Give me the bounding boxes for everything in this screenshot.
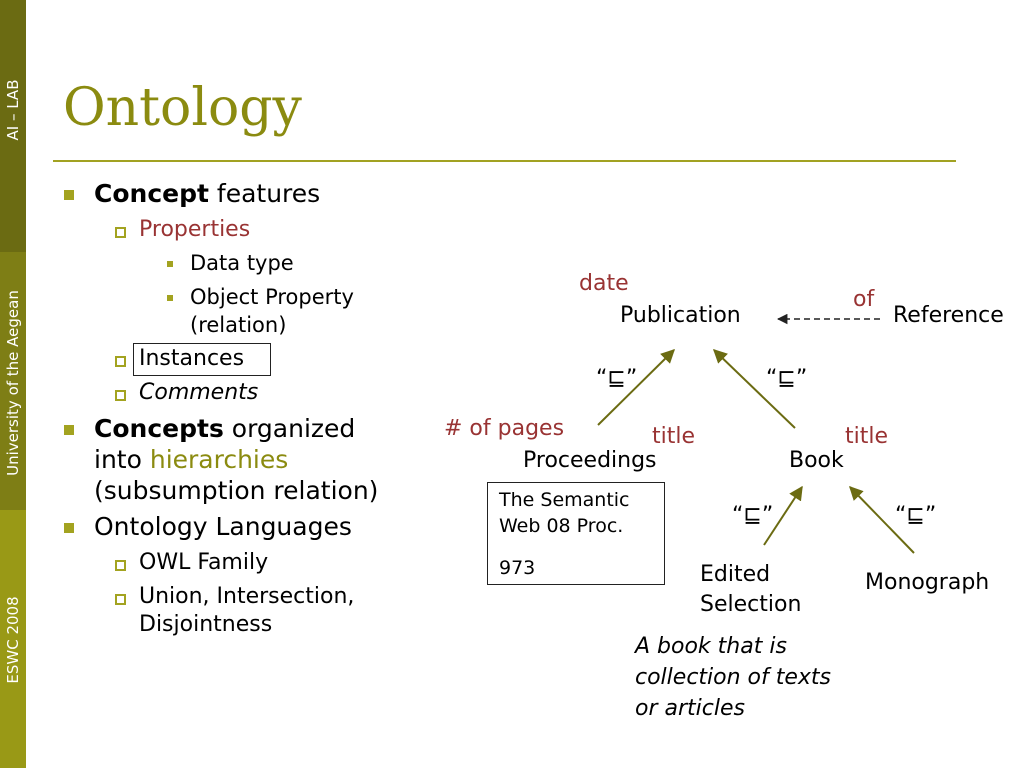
slide-title: Ontology — [63, 78, 302, 138]
item-data-type: Data type — [190, 251, 294, 275]
arrow-proceedings-to-publication — [597, 349, 675, 426]
instance-line-2: Web 08 Proc. — [499, 515, 624, 537]
sub-sub-bullet-marker — [167, 295, 173, 301]
sidebar-segment-middle — [0, 252, 26, 510]
note-line-2: collection of texts — [635, 665, 832, 690]
bullet-marker — [64, 190, 74, 200]
instance-line-1: The Semantic — [499, 489, 630, 511]
sub-bullet-owl-family: OWL Family — [139, 550, 269, 575]
instances-highlight-box — [133, 343, 271, 376]
sub-bullet-marker — [115, 227, 126, 238]
into-text: into — [94, 445, 150, 474]
bullet-marker — [64, 425, 74, 435]
title-divider — [53, 160, 956, 162]
node-edited-selection: Edited — [700, 562, 771, 587]
sub-bullet-comments: Comments — [139, 380, 259, 405]
sub-bullet-marker — [115, 594, 126, 605]
hierarchies-text: hierarchies — [149, 445, 289, 474]
node-reference: Reference — [893, 303, 1004, 328]
property-title-proceedings: title — [652, 424, 696, 449]
item-object-property: Object Property — [190, 285, 354, 309]
subclass-symbol-proceedings: “⊑” — [596, 366, 638, 391]
sub-bullet-properties: Properties — [139, 217, 251, 242]
item-object-property-relation: (relation) — [190, 313, 287, 337]
arrow-book-to-publication — [712, 349, 796, 429]
note-line-3: or articles — [635, 696, 745, 721]
bullet-into-hierarchies: into hierarchies — [94, 444, 288, 475]
sub-bullet-marker — [115, 560, 126, 571]
property-of: of — [853, 287, 875, 312]
concepts-bold-text: Concepts — [94, 414, 224, 443]
sub-bullet-marker — [115, 390, 126, 401]
node-book: Book — [789, 448, 844, 473]
concept-rest-text: features — [208, 179, 321, 208]
bullet-ontology-languages: Ontology Languages — [94, 512, 352, 541]
node-edited-selection-2: Selection — [700, 592, 802, 617]
node-publication: Publication — [620, 303, 741, 328]
node-monograph: Monograph — [865, 570, 990, 595]
arrow-monograph-to-book — [849, 485, 915, 554]
sub-bullet-marker — [115, 356, 126, 367]
sidebar: AI – LAB University of the Aegean ESWC 2… — [0, 0, 26, 768]
sub-bullet-disjointness: Disjointness — [139, 612, 273, 637]
arrow-edited-to-book — [763, 485, 803, 546]
sidebar-segment-top — [0, 0, 26, 252]
instance-box — [487, 482, 665, 585]
property-date: date — [579, 271, 629, 296]
note-line-1: A book that is — [635, 634, 787, 659]
concepts-rest-text: organized — [223, 414, 356, 443]
subclass-symbol-edited: “⊑” — [732, 503, 774, 528]
concept-bold-text: Concept — [94, 179, 209, 208]
subclass-symbol-book: “⊑” — [766, 366, 808, 391]
property-title-book: title — [845, 424, 889, 449]
sidebar-segment-bottom — [0, 510, 26, 768]
sub-bullet-instances: Instances — [139, 346, 245, 371]
bullet-subsumption: (subsumption relation) — [94, 476, 379, 505]
node-proceedings: Proceedings — [523, 448, 657, 473]
bullet-concepts-organized: Concepts organized — [94, 413, 355, 444]
instance-line-3: 973 — [499, 557, 536, 579]
sub-sub-bullet-marker — [167, 261, 173, 267]
property-number-of-pages: # of pages — [444, 416, 565, 441]
bullet-marker — [64, 523, 74, 533]
subclass-symbol-monograph: “⊑” — [895, 503, 937, 528]
sub-bullet-union: Union, Intersection, — [139, 584, 355, 609]
bullet-concept-features: Concept features — [94, 178, 320, 209]
